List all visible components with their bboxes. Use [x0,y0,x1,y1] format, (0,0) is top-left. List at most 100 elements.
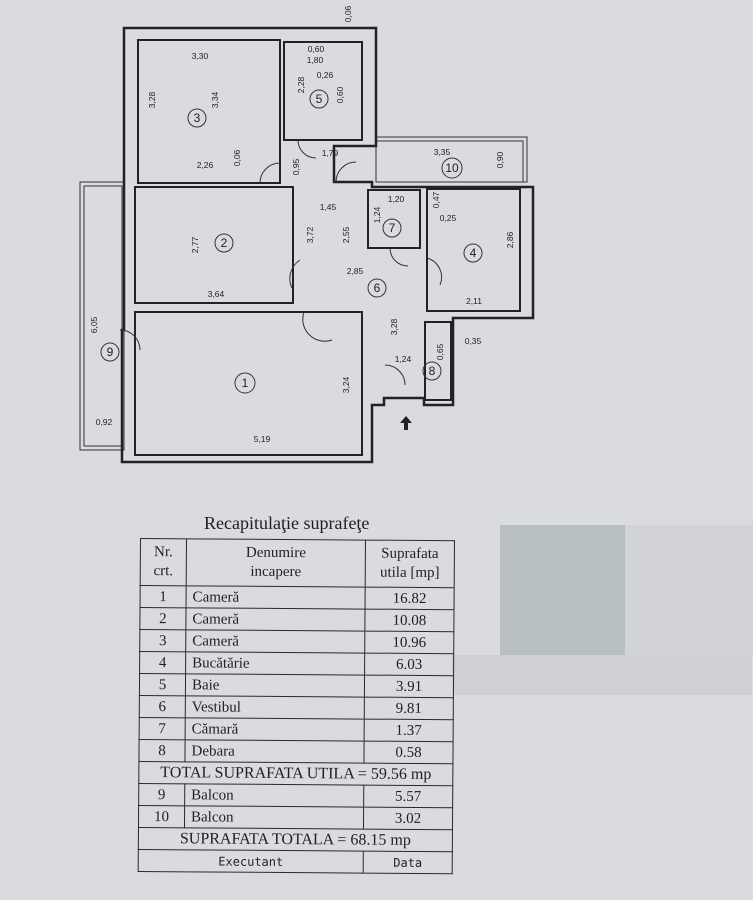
row-nr: 9 [138,783,185,806]
row-nr: 5 [139,673,186,696]
svg-text:6: 6 [374,281,381,295]
row-name: Bucătărie [185,651,365,676]
row-name: Cămară [185,717,365,742]
svg-text:3,34: 3,34 [210,91,220,108]
row-area: 10.96 [364,631,454,654]
svg-text:1,24: 1,24 [372,206,382,223]
svg-text:0,06: 0,06 [343,5,353,22]
svg-text:1,20: 1,20 [388,194,405,204]
svg-text:3,64: 3,64 [208,289,225,299]
svg-text:2: 2 [221,236,228,250]
door-swings [119,139,443,386]
table-header: Nr. crt. Denumire incapere Suprafata uti… [140,538,455,588]
svg-text:0,26: 0,26 [317,70,334,80]
svg-text:1,79: 1,79 [322,148,339,158]
svg-text:5,19: 5,19 [254,434,271,444]
svg-text:0,95: 0,95 [291,158,301,175]
total-row: SUPRAFATA TOTALA = 68.15 mp [138,827,453,852]
redaction-block-light [625,525,753,655]
svg-text:2,11: 2,11 [466,296,482,306]
row-area: 16.82 [365,587,455,610]
svg-text:2,55: 2,55 [341,226,351,243]
row-name: Cameră [186,585,366,610]
svg-text:3,30: 3,30 [192,51,209,61]
svg-text:2,26: 2,26 [197,160,214,170]
data-label: Data [363,851,453,874]
svg-text:6,05: 6,05 [89,316,99,333]
row-name: Cameră [185,629,365,654]
area-summary-table: Nr. crt. Denumire incapere Suprafata uti… [138,538,455,874]
svg-text:0,35: 0,35 [465,336,482,346]
room-2 [134,186,294,304]
dimension-labels: 3,30 3,28 3,34 2,26 0,06 0,60 1,80 0,26 … [89,5,515,444]
row-nr: 2 [139,607,187,630]
svg-text:3,28: 3,28 [389,318,399,335]
redaction-block [500,525,625,655]
row-area: 6.03 [364,653,454,676]
svg-text:7: 7 [389,221,396,235]
header-name: Denumire incapere [186,538,366,588]
room-1 [134,311,363,456]
row-name: Debara [184,739,365,764]
room-8 [424,321,452,401]
svg-text:8: 8 [429,364,436,378]
svg-text:1: 1 [242,376,249,390]
svg-text:0,60: 0,60 [335,86,345,103]
executant-label: Executant [138,849,364,874]
svg-text:3,72: 3,72 [305,226,315,243]
svg-text:0,92: 0,92 [96,417,113,427]
table-title: Recapitulaţie suprafeţe [204,513,370,533]
svg-text:1,80: 1,80 [307,55,324,65]
row-nr: 10 [138,805,185,828]
row-area: 0.58 [363,741,454,764]
footer-row: Executant Data [138,849,453,874]
row-nr: 6 [139,695,186,718]
row-area: 1.37 [364,719,454,742]
row-name: Baie [185,673,365,698]
balcony-9 [79,181,125,451]
row-nr: 1 [140,585,187,608]
row-nr: 4 [139,651,186,674]
svg-text:3,28: 3,28 [147,91,157,108]
svg-text:0,65: 0,65 [435,343,445,360]
svg-text:10: 10 [445,161,459,175]
row-name: Cameră [185,607,366,632]
svg-text:0,90: 0,90 [495,151,505,168]
svg-text:0,47: 0,47 [431,191,441,208]
room-7 [367,189,421,249]
row-area: 9.81 [364,697,454,720]
row-area: 10.08 [364,609,455,632]
svg-text:2,86: 2,86 [505,231,515,248]
row-nr: 7 [139,717,186,740]
svg-text:3,35: 3,35 [434,147,451,157]
row-area: 3.02 [363,807,453,830]
row-name: Balcon [184,805,364,830]
row-name: Balcon [184,783,364,808]
svg-text:1,45: 1,45 [320,202,337,212]
svg-text:0,25: 0,25 [440,213,457,223]
row-area: 3.91 [364,675,454,698]
total-utila-row: TOTAL SUPRAFATA UTILA = 59.56 mp [138,761,453,786]
svg-text:0,06: 0,06 [232,149,242,166]
svg-text:5: 5 [316,92,323,106]
svg-text:2,28: 2,28 [296,76,306,93]
room-5 [283,41,363,141]
up-arrow-icon [400,416,412,430]
floor-plan: 3 5 10 7 4 2 6 9 8 1 3,30 3,28 3,34 2,26… [79,5,535,464]
row-nr: 3 [139,629,186,652]
svg-text:3: 3 [194,111,201,125]
svg-text:9: 9 [107,345,114,359]
svg-text:2,85: 2,85 [347,266,364,276]
room-3 [137,39,281,184]
svg-text:4: 4 [470,246,477,260]
row-area: 5.57 [363,785,453,808]
